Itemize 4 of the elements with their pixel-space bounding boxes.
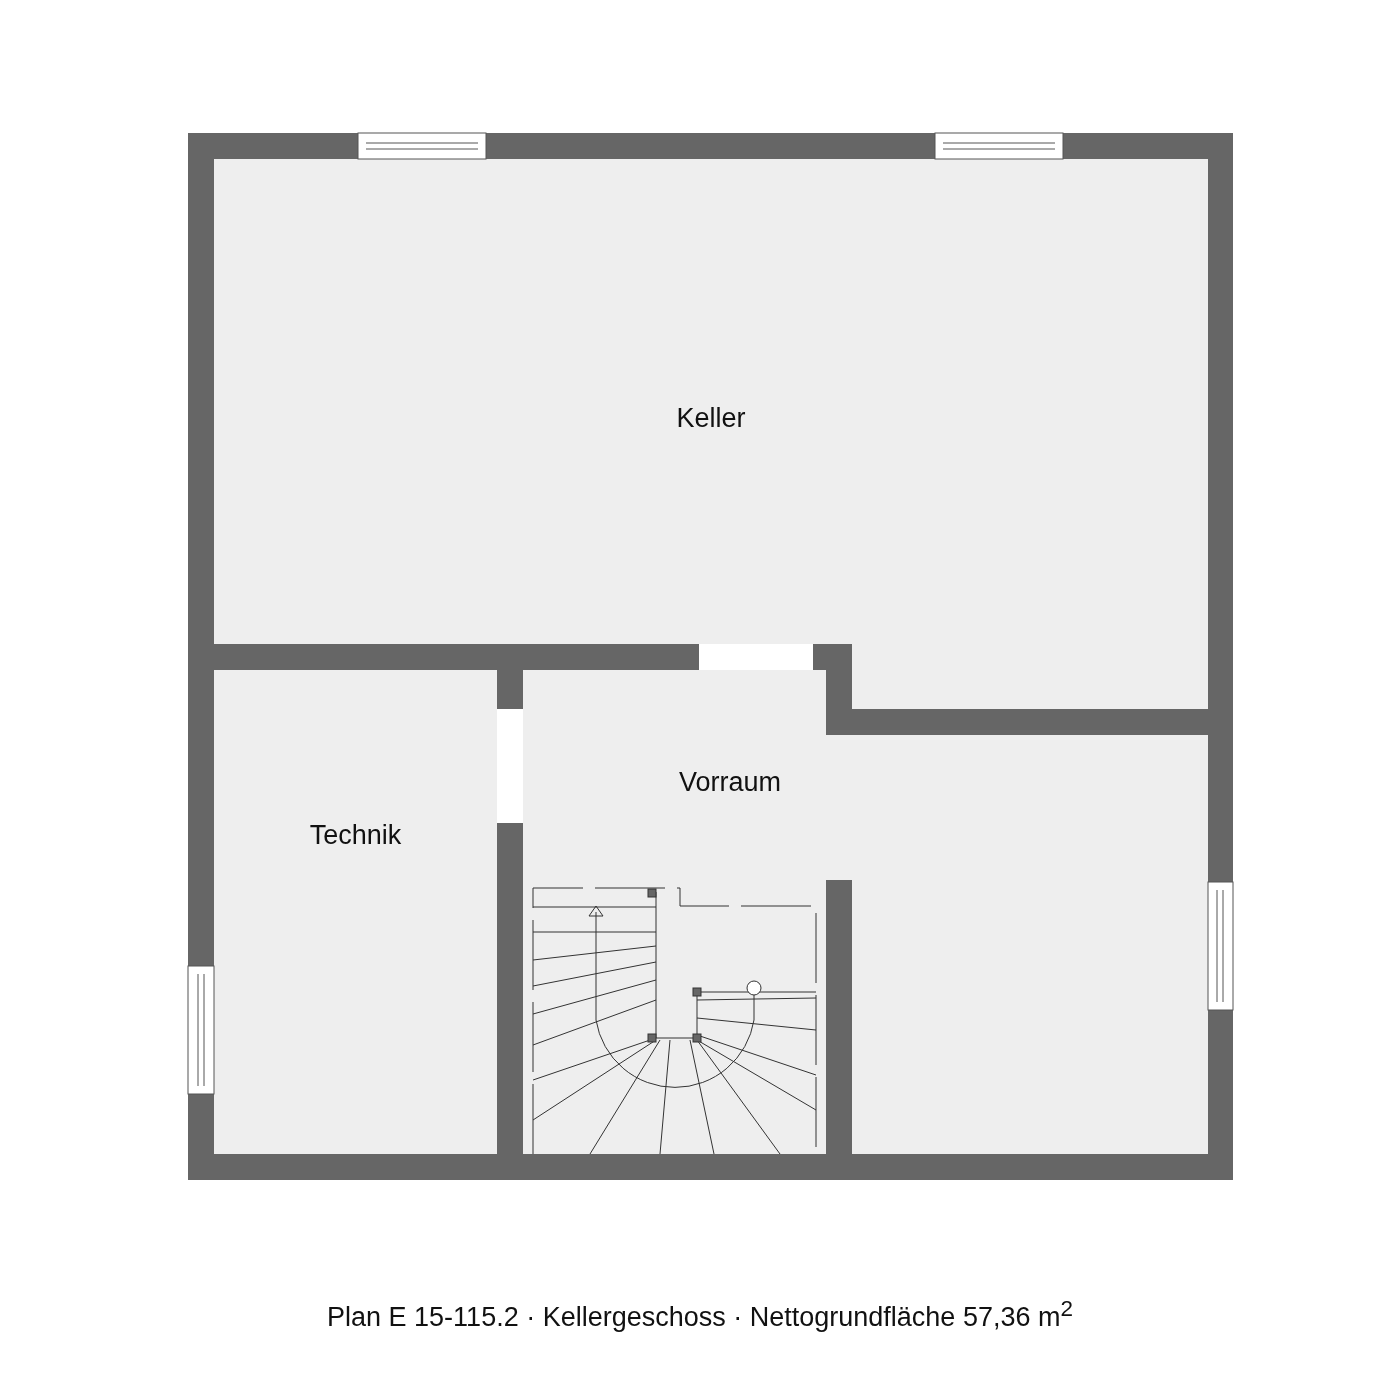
room-label: Vorraum (678, 767, 781, 799)
plan-caption: Plan E 15-115.2 · Kellergeschoss · Nettogrundfläche 57,36 m$^{2}$ (327, 1302, 1073, 1332)
room-label: Keller (676, 403, 746, 435)
room-label: Technik (309, 820, 402, 852)
